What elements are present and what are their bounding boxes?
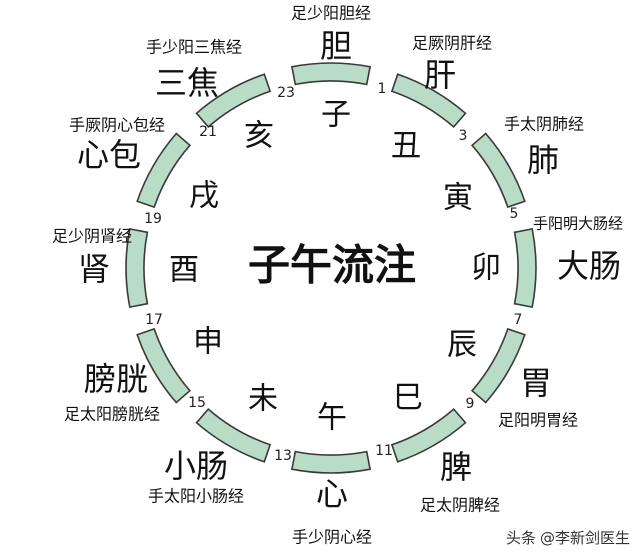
meridian-lung: 手太阴肺经 — [504, 115, 584, 134]
organ-triple-burner: 三焦 — [155, 64, 219, 102]
hour-3: 3 — [459, 128, 468, 144]
hour-21: 21 — [199, 124, 217, 140]
hour-13: 13 — [274, 448, 292, 464]
branch-mao: 卯 — [471, 251, 501, 286]
hour-segment-ring — [125, 62, 537, 474]
hour-7: 7 — [514, 312, 523, 328]
organ-large-intestine: 大肠 — [557, 247, 621, 285]
hour-segment-si — [390, 407, 467, 463]
meridian-pericardium: 手厥阴心包经 — [69, 116, 165, 135]
meridian-kidney: 足少阴肾经 — [52, 227, 132, 246]
organ-bladder: 膀胱 — [84, 360, 148, 398]
branch-chen: 辰 — [447, 328, 477, 363]
watermark-handle: @李新剑医生 — [539, 529, 630, 547]
organ-heart: 心 — [316, 475, 348, 513]
hour-segment-wu — [290, 450, 372, 474]
meridian-spleen: 足太阴脾经 — [420, 496, 500, 515]
hour-segment-you — [125, 227, 149, 309]
branch-you: 酉 — [169, 253, 199, 288]
watermark-prefix: 头条 — [505, 529, 536, 547]
hour-segment-xu — [136, 132, 192, 209]
meridian-liver: 足厥阴肝经 — [412, 34, 492, 53]
organ-stomach: 胃 — [520, 364, 552, 402]
meridian-small-intestine: 手太阳小肠经 — [148, 487, 244, 506]
branch-shen: 申 — [193, 325, 223, 360]
organ-gallbladder: 胆 — [320, 27, 352, 65]
branch-wu: 午 — [317, 401, 347, 436]
hour-segment-hai — [195, 73, 272, 129]
meridian-gallbladder: 足少阳胆经 — [291, 4, 371, 23]
hour-segment-yin — [470, 132, 526, 209]
organ-pericardium: 心包 — [77, 136, 141, 174]
branch-zi: 子 — [321, 98, 351, 133]
hour-segment-mao — [513, 227, 537, 309]
organ-lung: 肺 — [527, 141, 559, 179]
branch-wei: 未 — [248, 382, 278, 417]
hour-segment-chen — [470, 327, 526, 404]
branch-si: 巳 — [393, 381, 423, 416]
hour-19: 19 — [144, 211, 162, 227]
hour-9: 9 — [466, 396, 475, 412]
center-title: 子午流注 — [248, 241, 416, 290]
meridian-triple-burner: 手少阳三焦经 — [146, 38, 242, 57]
organ-liver: 肝 — [424, 56, 456, 94]
branch-chou: 丑 — [391, 129, 421, 164]
branch-yin: 寅 — [443, 181, 473, 216]
meridian-stomach: 足阳明胃经 — [498, 411, 578, 430]
branch-hai: 亥 — [244, 119, 274, 154]
hour-17: 17 — [145, 312, 163, 328]
hour-15: 15 — [188, 395, 206, 411]
meridian-large-intestine: 手阳明大肠经 — [533, 215, 623, 233]
organ-spleen: 脾 — [440, 448, 472, 486]
watermark: 头条 @李新剑医生 — [506, 527, 630, 548]
hour-segment-wei — [195, 407, 272, 463]
hour-5: 5 — [510, 206, 519, 222]
hour-1: 1 — [378, 81, 387, 97]
organ-kidney: 肾 — [78, 250, 110, 288]
hour-23: 23 — [277, 85, 295, 101]
organ-small-intestine: 小肠 — [164, 447, 228, 485]
hour-segment-shen — [136, 327, 192, 404]
hour-11: 11 — [375, 443, 393, 459]
branch-xu: 戌 — [189, 179, 219, 214]
hour-segment-zi — [290, 62, 372, 86]
meridian-heart: 手少阴心经 — [292, 528, 372, 547]
hour-segment-chou — [390, 73, 467, 129]
meridian-bladder: 足太阳膀胱经 — [64, 405, 160, 424]
